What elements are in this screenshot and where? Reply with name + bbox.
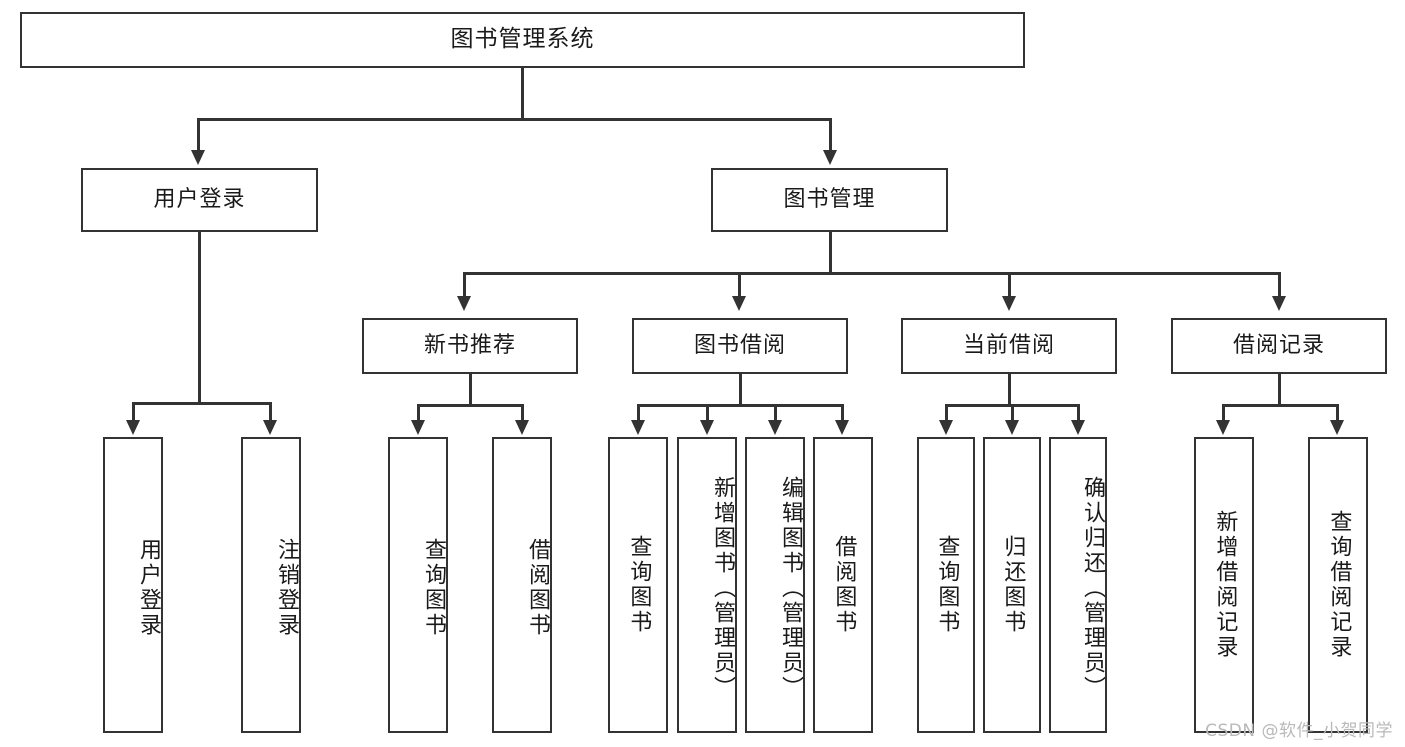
leaf-book-borrow-query-book[interactable]: 查询图书 xyxy=(608,437,668,733)
edge-current-borrow-stem xyxy=(1008,374,1011,406)
arrow-book-borrow-leaf-1 xyxy=(631,420,645,435)
edge-to-borrow-record xyxy=(1278,272,1281,298)
leaf-book-borrow-borrow-book[interactable]: 借阅图书 xyxy=(813,437,873,733)
edge-to-user-login xyxy=(197,118,200,152)
arrow-borrow-record-leaf-1 xyxy=(1216,420,1230,435)
arrow-to-user-login xyxy=(191,150,205,165)
edge-to-new-book xyxy=(463,272,466,298)
node-label: 图书管理 xyxy=(783,186,876,212)
edge-book-borrow-drop-3 xyxy=(774,404,777,422)
node-label: 用户登录 xyxy=(153,186,246,212)
leaf-borrow-record-query-record[interactable]: 查询借阅记录 xyxy=(1308,437,1368,733)
edge-borrow-record-drop-2 xyxy=(1336,404,1339,422)
node-label: 查询图书 xyxy=(626,535,652,635)
node-label: 新书推荐 xyxy=(423,332,516,358)
node-label: 确认归还（管理员） xyxy=(1080,475,1105,701)
arrow-to-new-book xyxy=(457,296,471,311)
arrow-current-borrow-leaf-3 xyxy=(1071,420,1085,435)
node-label: 借阅图书 xyxy=(831,535,857,635)
node-label: 归还图书 xyxy=(1000,535,1026,635)
arrow-current-borrow-leaf-2 xyxy=(1005,420,1019,435)
edge-book-borrow-drop-2 xyxy=(706,404,709,422)
node-label: 用户登录 xyxy=(136,538,161,638)
node-root-system[interactable]: 图书管理系统 xyxy=(20,12,1025,68)
leaf-current-borrow-return-book[interactable]: 归还图书 xyxy=(983,437,1041,733)
node-book-borrow[interactable]: 图书借阅 xyxy=(632,318,848,374)
edge-root-stem xyxy=(521,68,524,120)
edge-book-borrow-drop-4 xyxy=(841,404,844,422)
node-label: 借阅图书 xyxy=(525,538,550,638)
arrow-to-current-borrow xyxy=(1002,296,1016,311)
edge-current-borrow-drop-2 xyxy=(1011,404,1014,422)
edge-user-login-drop-2 xyxy=(269,402,272,422)
node-label: 新增借阅记录 xyxy=(1212,510,1238,660)
node-label: 查询图书 xyxy=(421,538,446,638)
leaf-new-book-borrow-book[interactable]: 借阅图书 xyxy=(492,437,552,733)
arrow-borrow-record-leaf-2 xyxy=(1330,420,1344,435)
arrow-to-borrow-record xyxy=(1272,296,1286,311)
arrow-new-book-leaf-1 xyxy=(411,420,425,435)
edge-level1-bus xyxy=(197,118,832,121)
edge-user-login-drop-1 xyxy=(132,402,135,422)
node-label: 查询图书 xyxy=(934,535,960,635)
leaf-current-borrow-confirm-return[interactable]: 确认归还（管理员） xyxy=(1049,437,1107,733)
leaf-book-borrow-edit-book[interactable]: 编辑图书（管理员） xyxy=(745,437,805,733)
node-label: 图书管理系统 xyxy=(450,26,595,53)
edge-borrow-record-drop-1 xyxy=(1222,404,1225,422)
node-label: 查询借阅记录 xyxy=(1326,510,1352,660)
arrow-book-borrow-leaf-2 xyxy=(700,420,714,435)
arrow-new-book-leaf-2 xyxy=(515,420,529,435)
edge-level2-bus xyxy=(463,272,1281,275)
edge-book-borrow-drop-1 xyxy=(637,404,640,422)
node-label: 借阅记录 xyxy=(1232,332,1325,358)
node-user-login[interactable]: 用户登录 xyxy=(81,168,318,232)
node-current-borrow[interactable]: 当前借阅 xyxy=(901,318,1117,374)
edge-new-book-stem xyxy=(469,374,472,406)
leaf-borrow-record-add-record[interactable]: 新增借阅记录 xyxy=(1194,437,1254,733)
edge-current-borrow-drop-3 xyxy=(1077,404,1080,422)
leaf-user-login-logout[interactable]: 注销登录 xyxy=(241,437,301,733)
node-label: 图书借阅 xyxy=(693,332,786,358)
edge-new-book-bus xyxy=(417,404,523,407)
leaf-user-login-login[interactable]: 用户登录 xyxy=(103,437,163,733)
node-label: 编辑图书（管理员） xyxy=(778,475,803,701)
node-book-management[interactable]: 图书管理 xyxy=(711,168,948,232)
edge-to-current-borrow xyxy=(1008,272,1011,298)
arrow-to-book-borrow xyxy=(732,296,746,311)
edge-new-book-drop-1 xyxy=(417,404,420,422)
edge-to-book-borrow xyxy=(738,272,741,298)
node-label: 当前借阅 xyxy=(962,332,1055,358)
node-label: 注销登录 xyxy=(274,538,299,638)
edge-to-book-manage xyxy=(829,118,832,152)
csdn-watermark: CSDN @软件_小贺同学 xyxy=(1205,721,1393,741)
node-new-book-recommend[interactable]: 新书推荐 xyxy=(362,318,578,374)
edge-book-borrow-bus xyxy=(637,404,843,407)
edge-book-borrow-stem xyxy=(739,374,742,406)
arrow-user-login-leaf-1 xyxy=(126,420,140,435)
leaf-current-borrow-query-book[interactable]: 查询图书 xyxy=(917,437,975,733)
edge-user-login-bus xyxy=(132,402,271,405)
leaf-new-book-query-book[interactable]: 查询图书 xyxy=(388,437,448,733)
edge-book-manage-stem xyxy=(829,232,832,274)
node-label: 新增图书（管理员） xyxy=(710,475,735,701)
arrow-book-borrow-leaf-4 xyxy=(835,420,849,435)
arrow-current-borrow-leaf-1 xyxy=(939,420,953,435)
arrow-user-login-leaf-2 xyxy=(263,420,277,435)
edge-borrow-record-stem xyxy=(1278,374,1281,406)
edge-new-book-drop-2 xyxy=(521,404,524,422)
leaf-book-borrow-add-book[interactable]: 新增图书（管理员） xyxy=(677,437,737,733)
edge-user-login-stem xyxy=(198,232,201,404)
arrow-to-book-manage xyxy=(823,150,837,165)
arrow-book-borrow-leaf-3 xyxy=(768,420,782,435)
node-borrow-record[interactable]: 借阅记录 xyxy=(1171,318,1387,374)
edge-current-borrow-drop-1 xyxy=(945,404,948,422)
edge-borrow-record-bus xyxy=(1222,404,1338,407)
